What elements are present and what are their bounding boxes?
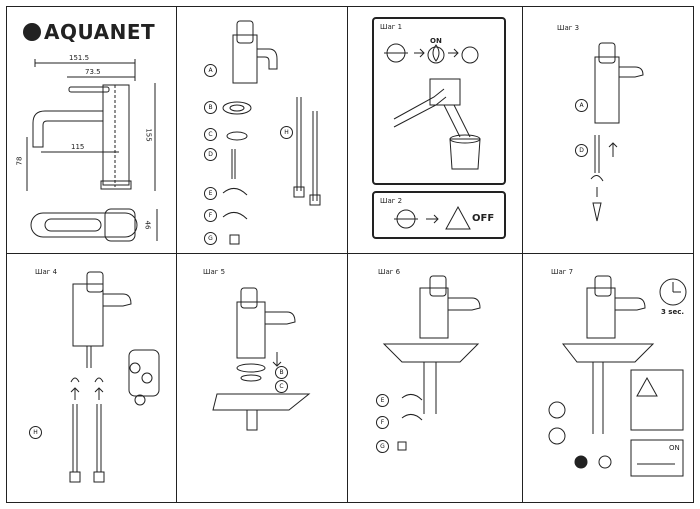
part-label-c: C xyxy=(204,128,217,141)
step-6-part-e: E xyxy=(376,394,389,407)
parts-drawing xyxy=(222,20,321,245)
panel-step-6: Шаг 6 E F G xyxy=(347,253,523,503)
part-label-d: D xyxy=(204,148,217,161)
brand-logo-mark xyxy=(23,23,41,41)
step-3-title: Шаг 3 xyxy=(557,24,580,32)
step-7-timer: 3 sec. xyxy=(661,308,685,316)
panel-step-5: Шаг 5 B C xyxy=(176,253,348,503)
step-4-title: Шаг 4 xyxy=(35,268,58,276)
step-5-title: Шаг 5 xyxy=(203,268,226,276)
brand-logo: AQUANET xyxy=(23,20,155,44)
step-2-box: Шаг 2 OFF xyxy=(372,191,506,239)
dim-width-lever: 73.5 xyxy=(85,68,101,76)
dim-base-width: 46 xyxy=(143,220,152,230)
step-5-part-c: C xyxy=(275,380,288,393)
step-2-title: Шаг 2 xyxy=(380,197,403,205)
part-label-e: E xyxy=(204,187,217,200)
step-6-part-g: G xyxy=(376,440,389,453)
dim-total-height: 155 xyxy=(144,128,153,142)
step-1-on-label: ON xyxy=(430,37,442,45)
part-label-f: F xyxy=(204,209,217,222)
part-label-a: A xyxy=(204,64,217,77)
step-5-part-b: B xyxy=(275,366,288,379)
step-6-title: Шаг 6 xyxy=(378,268,401,276)
dim-spout-reach: 115 xyxy=(71,143,85,151)
step-3-drawing xyxy=(590,42,644,222)
faucet-dimension-drawing xyxy=(26,59,158,242)
step-1-drawing xyxy=(384,43,481,170)
part-label-g: G xyxy=(204,232,217,245)
dim-width-total: 151.5 xyxy=(69,54,90,62)
panel-parts: A B C D E F G H xyxy=(176,6,348,254)
step-2-drawing xyxy=(394,205,471,230)
panel-step-1-2: Шаг 1 ON xyxy=(347,6,523,254)
step-3-part-a: A xyxy=(575,99,588,112)
step-6-drawing xyxy=(382,275,481,451)
step-1-box: Шаг 1 ON xyxy=(372,17,506,185)
panel-step-4: Шаг 4 xyxy=(6,253,177,503)
step-5-drawing xyxy=(212,287,311,431)
step-2-off-label: OFF xyxy=(472,213,495,224)
step-1-title: Шаг 1 xyxy=(380,23,403,31)
part-label-b: B xyxy=(204,101,217,114)
part-label-h: H xyxy=(280,126,293,139)
dim-spout-height: 78 xyxy=(15,156,24,166)
panel-step-7: Шаг 7 3 sec. ON xyxy=(522,253,694,503)
step-4-drawing xyxy=(69,271,160,483)
step-3-part-d: D xyxy=(575,144,588,157)
brand-name: AQUANET xyxy=(44,20,156,44)
step-7-drawing xyxy=(548,275,687,477)
step-7-on-label: ON xyxy=(669,444,680,452)
panel-step-3: Шаг 3 A D xyxy=(522,6,694,254)
panel-dimensions: AQUANET 151.5 73.5 xyxy=(6,6,177,254)
step-4-part-h: H xyxy=(29,426,42,439)
step-6-part-f: F xyxy=(376,416,389,429)
step-7-title: Шаг 7 xyxy=(551,268,574,276)
